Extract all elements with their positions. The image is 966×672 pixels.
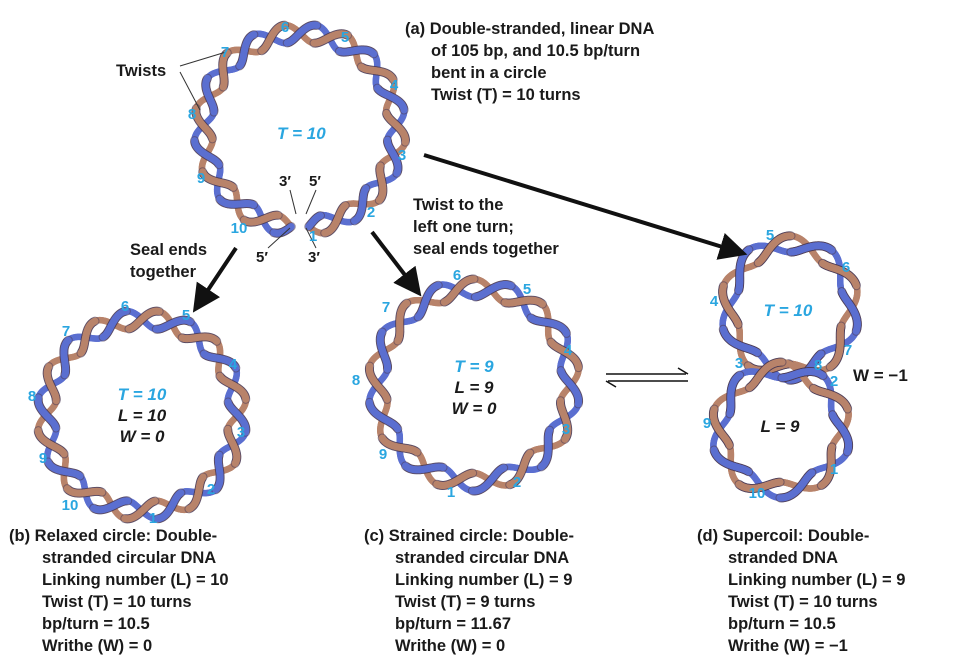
supercoil-helix [708,231,862,503]
helix-c-front-segment [401,299,411,308]
helix-c-front-segment [433,480,442,489]
helix-b-front-segment [185,504,194,513]
helix-a-front-segment [351,216,360,225]
helix-b-front-segment [90,504,99,513]
helix-c-front-segment [537,462,547,471]
helix-d-upper-front-segment [744,362,753,370]
helix-c-front-segment [561,434,570,443]
helix-a-front-segment [375,195,384,204]
helix-d-upper-front-segment [744,246,753,254]
helix-b-front-segment [90,317,99,326]
helix-a-front-segment [199,168,207,177]
helix-b-front-segment [231,363,240,372]
helix-a-front-segment [248,31,258,39]
helix-b-front-segment [63,485,72,494]
relaxed-circle-helix [33,306,251,524]
helix-d-upper-front-segment [847,303,856,312]
strained-circle-helix [364,274,584,496]
helix-a-front-segment [240,216,249,225]
helix-a-front-segment [369,49,378,58]
helix-b-front-segment [44,458,53,467]
helix-c-front-segment [378,434,387,443]
helix-b-front-segment [63,336,72,345]
helix-c-front-segment [377,328,386,337]
helix-c-front-segment [506,281,515,290]
linear-dna-bent-circle [190,20,410,238]
helix-a-front-segment [216,195,225,204]
helix-b-front-segment [231,458,240,467]
helix-c-front-segment [562,328,571,337]
helix-d-upper-front-segment [826,362,835,371]
helix-b-front-segment [212,485,221,494]
helix-a-front-segment [222,49,231,58]
helix-a-front-segment [342,31,352,39]
helix-d-upper-front-segment [827,246,836,254]
helix-c-front-segment [433,281,442,290]
helix-c-front-segment [506,480,515,489]
helix-b-front-segment [212,336,221,345]
helix-b-front-segment [233,410,242,419]
helix-a-front-segment [305,221,314,231]
helix-b-front-segment [185,317,194,326]
helix-a-front-segment [203,74,212,84]
helix-c-front-segment [566,380,575,389]
helix-a-front-segment [393,168,401,177]
helix-c-front-segment [401,462,411,471]
helix-c-front-segment [537,299,547,308]
helix-b-front-segment [44,363,53,372]
helix-a-front-segment [388,74,397,84]
